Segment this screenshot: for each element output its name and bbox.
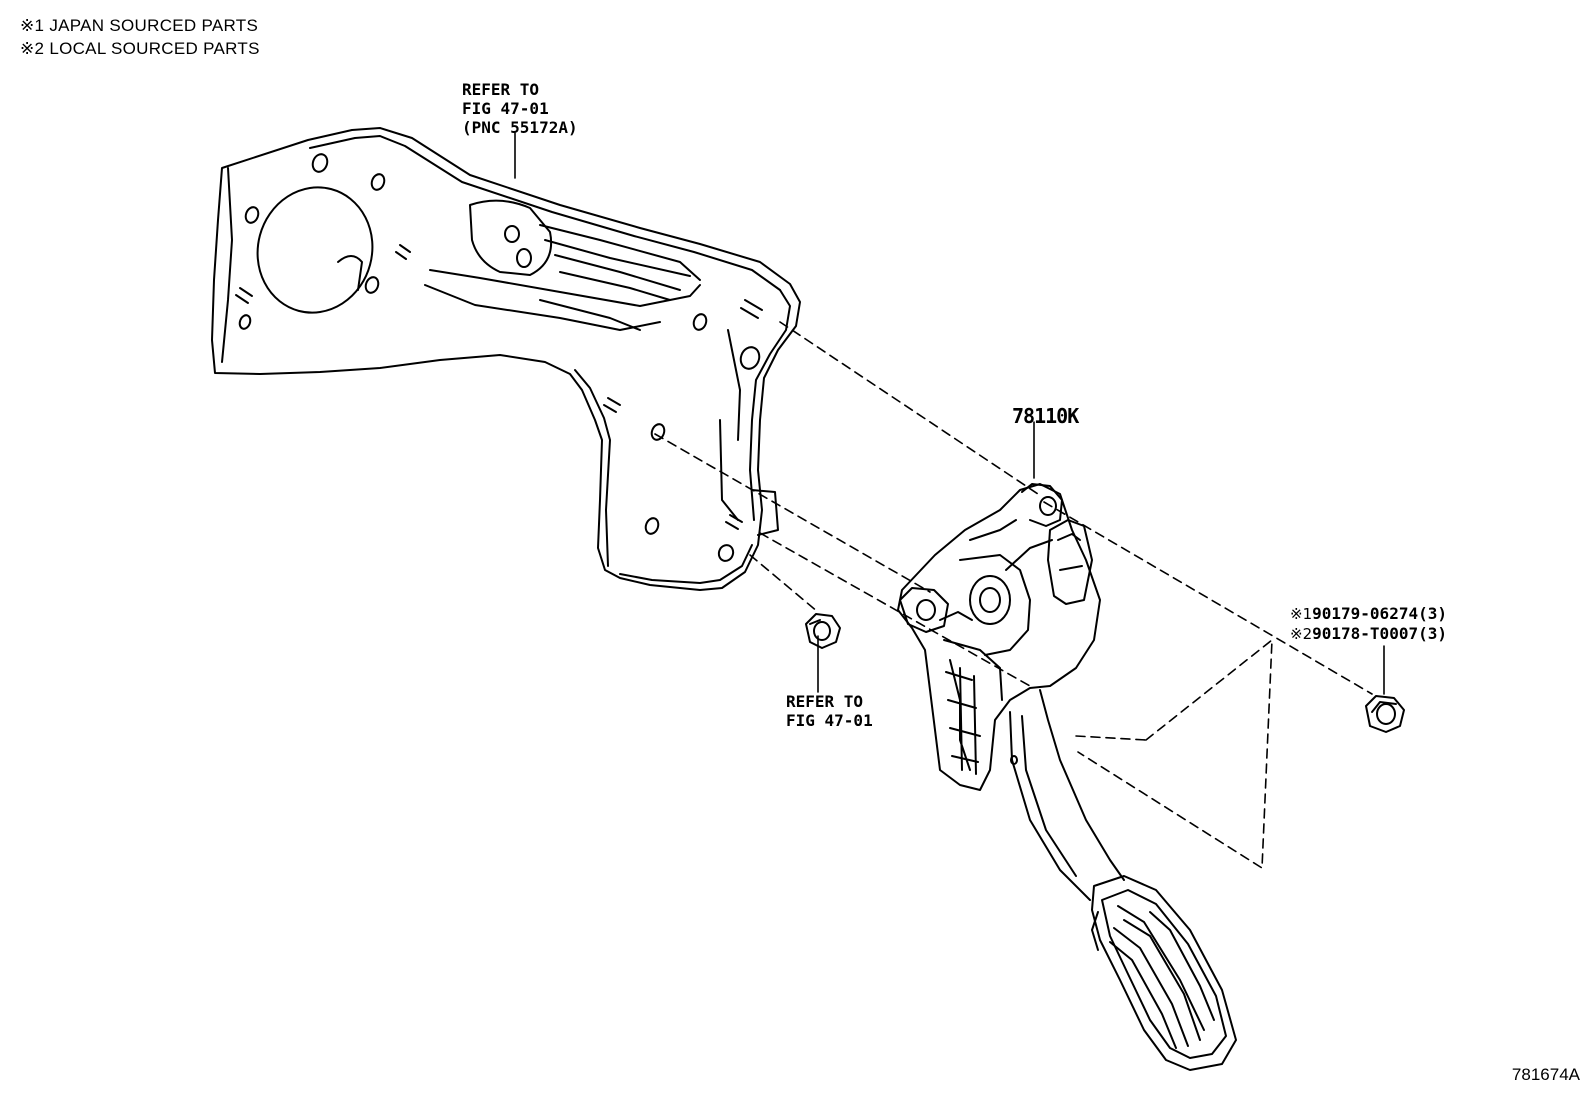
bolt-japan-part: 90179-06274(3): [1312, 604, 1447, 623]
accelerator-pedal: [897, 483, 1237, 1071]
pedal-bracket: [211, 127, 801, 591]
bolt-japan-mark: ※1: [1290, 605, 1313, 623]
bolt-local-row: ※290178-T0007(3): [1290, 624, 1447, 644]
bolt-local-mark: ※2: [1290, 625, 1313, 643]
nut-ref-line2: FIG 47-01: [786, 711, 873, 730]
bolt-part-numbers[interactable]: ※190179-06274(3) ※290178-T0007(3): [1290, 604, 1447, 644]
assembly-lines: [654, 321, 1373, 869]
sourcing-legend: ※1 JAPAN SOURCED PARTS ※2 LOCAL SOURCED …: [20, 14, 260, 60]
nut-reference-callout[interactable]: REFER TO FIG 47-01: [786, 692, 873, 730]
bracket-ref-line2: FIG 47-01: [462, 99, 549, 118]
nut-left: [805, 613, 841, 649]
bracket-ref-line1: REFER TO: [462, 80, 540, 99]
bracket-reference-callout[interactable]: REFER TO FIG 47-01 (PNC 55172A): [462, 80, 578, 137]
pedal-part-number[interactable]: 78110K: [1012, 404, 1079, 428]
legend-japan-sourced: ※1 JAPAN SOURCED PARTS: [20, 16, 259, 35]
nut-ref-line1: REFER TO: [786, 692, 864, 711]
bolt-local-part: 90178-T0007(3): [1312, 624, 1447, 643]
legend-local-sourced: ※2 LOCAL SOURCED PARTS: [20, 39, 260, 58]
leader-lines: [514, 132, 1385, 695]
figure-id: 781674A: [1511, 1065, 1580, 1084]
bolt-right: [1365, 695, 1405, 733]
bolt-japan-row: ※190179-06274(3): [1290, 604, 1447, 624]
bracket-ref-line3: (PNC 55172A): [462, 118, 578, 137]
